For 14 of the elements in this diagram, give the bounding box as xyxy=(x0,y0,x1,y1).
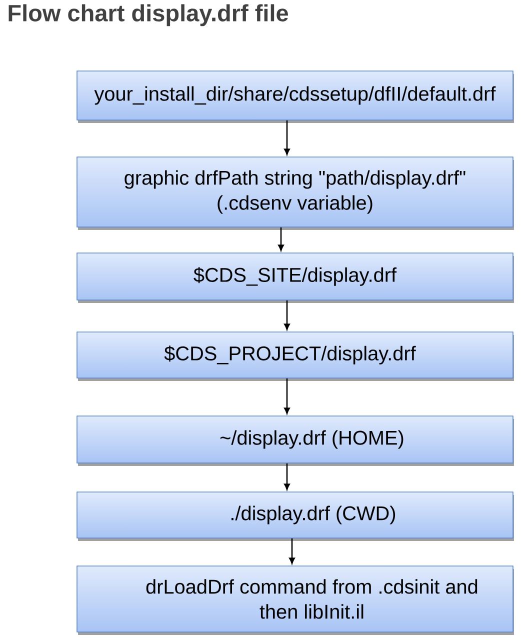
process-box: ~/display.drf (HOME) xyxy=(76,416,514,466)
arrow xyxy=(284,463,290,490)
arrow xyxy=(284,378,290,414)
arrow xyxy=(284,300,290,330)
process-box: your_install_dir/share/cdssetup/dfII/default.drf xyxy=(76,70,514,123)
process-box: drLoadDrf command from .cdsinit and then libInit.il xyxy=(76,566,514,635)
title: Flow chart display.drf file xyxy=(8,4,288,26)
arrow xyxy=(278,227,284,251)
process-box: graphic drfPath string "path/display.drf" (.cdsenv variable) xyxy=(76,156,514,230)
process-box: ./display.drf (CWD) xyxy=(76,492,514,541)
arrow xyxy=(289,538,295,564)
arrow xyxy=(284,120,290,155)
process-box: $CDS_SITE/display.drf xyxy=(76,252,514,303)
process-box: $CDS_PROJECT/display.drf xyxy=(76,332,514,381)
